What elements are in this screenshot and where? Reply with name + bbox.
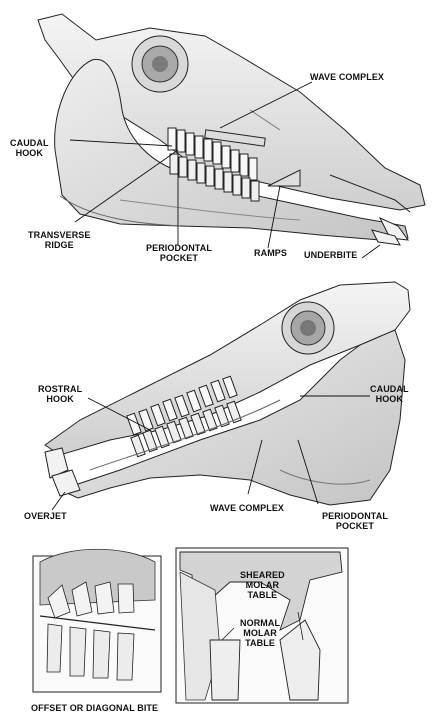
label-periodontal-pocket-bottom: PERIODONTAL POCKET [322,511,388,531]
label-caudal-hook-top: CAUDAL HOOK [10,138,49,158]
label-underbite: UNDERBITE [304,250,357,260]
label-rostral-hook: ROSTRAL HOOK [38,384,82,404]
label-caudal-hook-bottom: CAUDAL HOOK [370,384,409,404]
label-line-1: CAUDAL [370,384,409,394]
label-text: WAVE COMPLEX [310,72,384,82]
top-skull [38,14,425,245]
label-line-3: TABLE [240,638,280,648]
label-line-1: NORMAL [240,618,280,628]
label-text: OVERJET [24,511,67,521]
label-line-2: POCKET [146,253,212,263]
label-periodontal-pocket-top: PERIODONTAL POCKET [146,243,212,263]
label-sheared-molar-table: SHEARED MOLAR TABLE [240,570,285,600]
label-line-1: SHEARED [240,570,285,580]
label-line-3: TABLE [240,590,285,600]
label-text: WAVE COMPLEX [210,503,284,513]
label-wave-complex-bottom: WAVE COMPLEX [210,503,284,513]
bottom-skull [45,282,410,505]
caption-text: OFFSET OR DIAGONAL BITE [31,703,158,713]
label-line-2: MOLAR [240,628,280,638]
label-line-2: HOOK [370,394,409,404]
caption-offset-bite: OFFSET OR DIAGONAL BITE [31,703,158,713]
label-line-2: RIDGE [28,240,91,250]
label-line-2: POCKET [322,521,388,531]
label-line-1: PERIODONTAL [322,511,388,521]
label-text: UNDERBITE [304,250,357,260]
label-text: RAMPS [254,248,287,258]
label-line-1: ROSTRAL [38,384,82,394]
label-line-1: PERIODONTAL [146,243,212,253]
label-overjet: OVERJET [24,511,67,521]
label-line-1: TRANSVERSE [28,230,91,240]
label-transverse-ridge: TRANSVERSE RIDGE [28,230,91,250]
label-normal-molar-table: NORMAL MOLAR TABLE [240,618,280,648]
bottom-skull-incisors [45,448,80,496]
inset-left [33,549,161,692]
label-wave-complex-top: WAVE COMPLEX [310,72,384,82]
label-line-2: HOOK [38,394,82,404]
label-ramps: RAMPS [254,248,287,258]
label-line-2: MOLAR [240,580,285,590]
label-line-1: CAUDAL [10,138,49,148]
label-line-2: HOOK [10,148,49,158]
